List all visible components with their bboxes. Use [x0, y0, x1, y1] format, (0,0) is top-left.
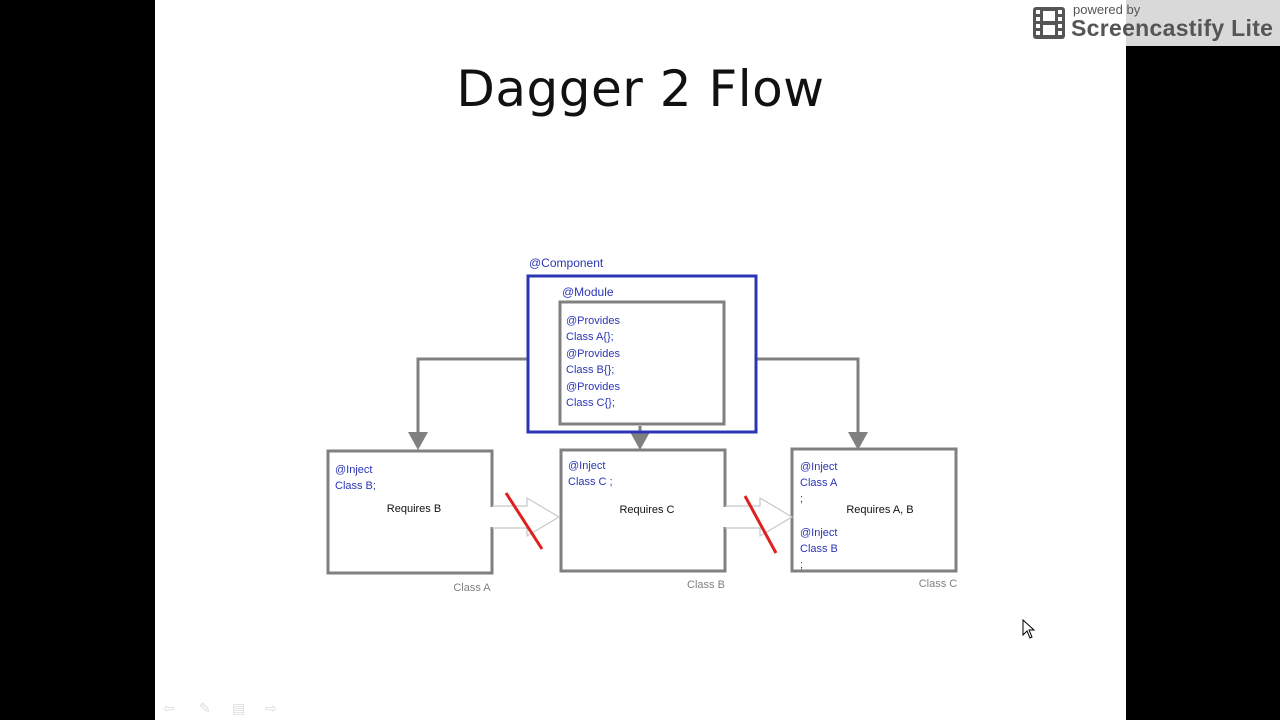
class-b-caption: Class B — [687, 579, 725, 591]
module-line: @Provides — [566, 315, 620, 327]
right-arrow-icon — [492, 496, 561, 538]
next-slide-icon[interactable]: ⇨ — [265, 700, 277, 716]
film-strip-icon — [1033, 7, 1065, 39]
watermark-powered-by: powered by — [1073, 2, 1141, 17]
module-line: Class B{}; — [566, 364, 614, 376]
class-c-caption: Class C — [919, 578, 958, 590]
watermark-brand: Screencastify Lite — [1071, 15, 1274, 41]
component-box — [526, 274, 758, 434]
module-line: Class A{}; — [566, 331, 614, 343]
down-arrow-icon — [848, 432, 868, 450]
class-c-box — [790, 447, 958, 573]
class-c-line: Class A — [800, 477, 838, 489]
class-b-line: Class C ; — [568, 476, 613, 488]
class-c-requirement: Requires A, B — [846, 504, 913, 516]
connector-left — [416, 357, 528, 434]
class-a-line: Class B; — [335, 480, 376, 492]
class-b-requirement: Requires C — [619, 504, 674, 516]
strike-mark — [743, 495, 778, 554]
down-arrow-icon — [630, 432, 650, 450]
module-line: Class C{}; — [566, 397, 615, 409]
right-arrow-icon — [725, 496, 794, 538]
screencastify-watermark: powered by Screencastify Lite — [1028, 0, 1280, 46]
module-box — [558, 300, 726, 426]
mouse-cursor-icon — [1022, 619, 1036, 639]
class-a-requirement: Requires B — [387, 503, 441, 515]
class-c-line: Class B — [800, 543, 838, 555]
class-c-line: @Inject — [800, 527, 837, 539]
prev-slide-icon[interactable]: ⇦ — [163, 700, 175, 716]
slide-title: Dagger 2 Flow — [456, 60, 825, 118]
class-a-caption: Class A — [453, 582, 491, 594]
strike-marks — [504, 492, 778, 554]
class-c-line: ; — [800, 493, 803, 505]
strike-mark — [504, 492, 544, 550]
dependency-arrows — [492, 496, 794, 538]
module-line: @Provides — [566, 348, 620, 360]
down-arrow-icon — [408, 432, 428, 450]
class-a-line: @Inject — [335, 464, 372, 476]
module-label: @Module — [562, 285, 614, 299]
class-c-line: @Inject — [800, 461, 837, 473]
down-arrows — [408, 432, 868, 450]
module-line: @Provides — [566, 381, 620, 393]
diagram-labels: @Component @Module @Provides Class A{}; … — [335, 256, 957, 594]
class-b-line: @Inject — [568, 460, 605, 472]
class-c-line: ; — [800, 559, 803, 571]
slide: Dagger 2 Flow — [155, 0, 1126, 720]
connector-right — [756, 357, 860, 434]
component-label: @Component — [529, 256, 604, 270]
pen-icon[interactable]: ✎ — [199, 700, 211, 716]
menu-icon[interactable]: ▤ — [232, 700, 246, 716]
